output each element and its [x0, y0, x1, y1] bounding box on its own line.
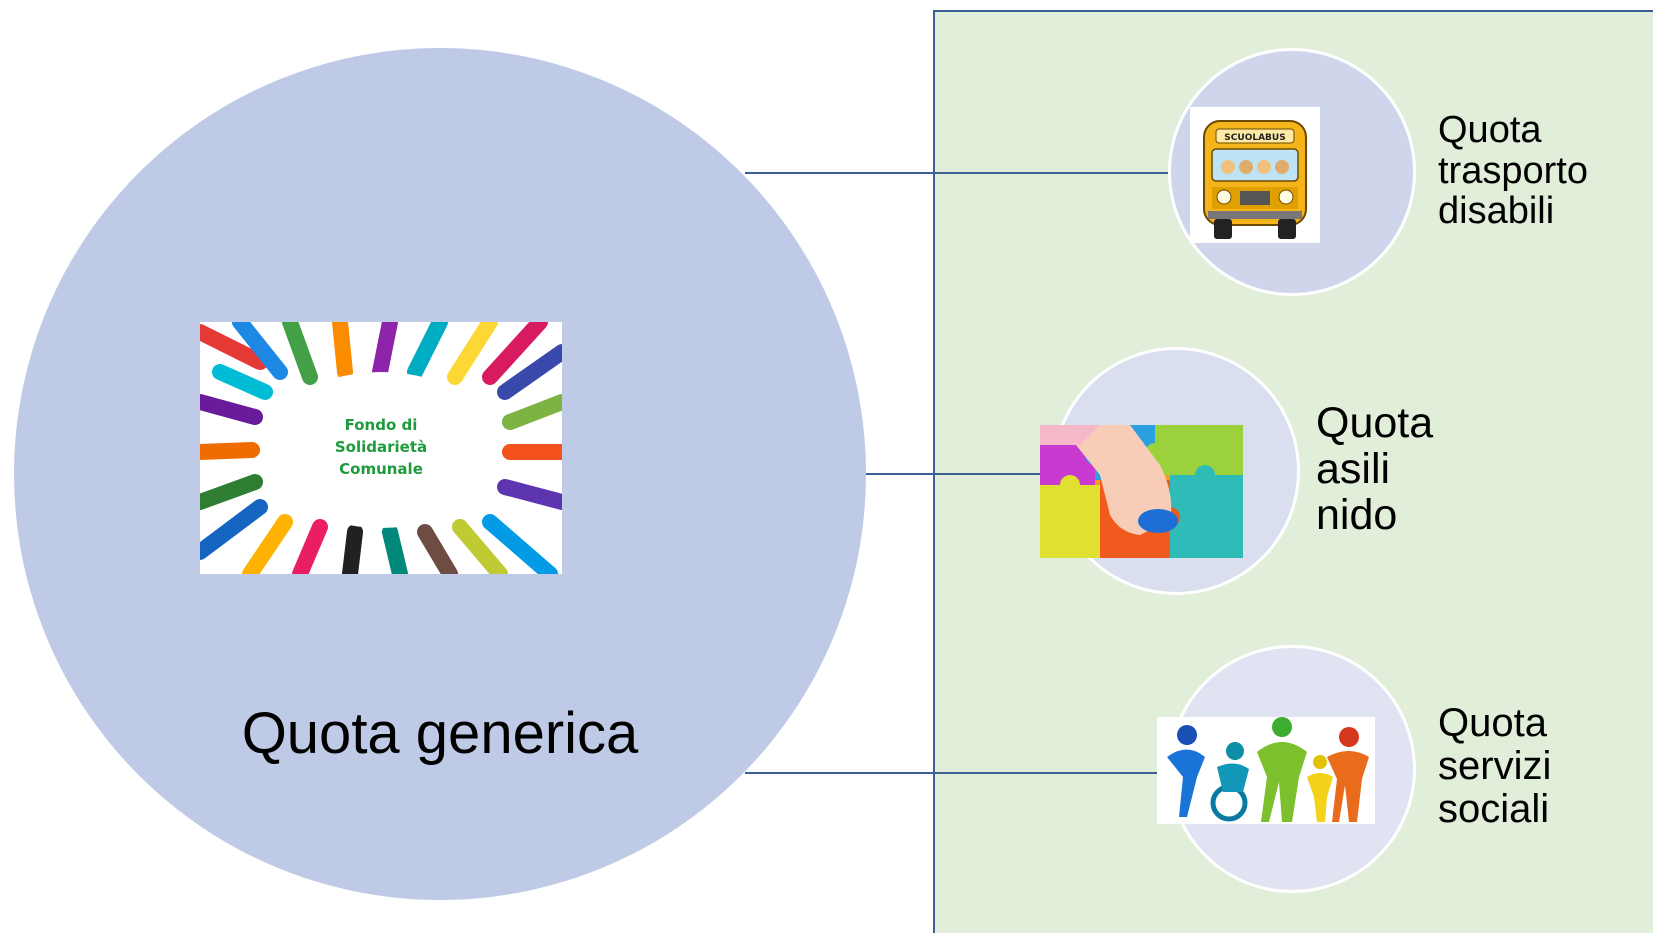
connector-2: [866, 473, 1046, 475]
fondo-solidarieta-image: Fondo di Solidarietà Comunale: [200, 322, 562, 574]
servizi-sociali-label: Quota servizi sociali: [1438, 702, 1551, 830]
puzzle-mat-icon: [1040, 425, 1243, 558]
servizi-line-3: sociali: [1438, 786, 1550, 831]
logo-line-2: Solidarietà: [334, 438, 428, 456]
asili-line-3: nido: [1316, 491, 1398, 539]
logo-line-1: Fondo di: [344, 416, 418, 434]
logo-line-3: Comunale: [339, 460, 423, 478]
asili-line-2: asili: [1316, 445, 1391, 493]
quota-generica-label: Quota generica: [241, 701, 639, 766]
puzzle-mat-image: [1040, 425, 1243, 558]
connector-3: [745, 772, 1165, 774]
logo-text: Fondo di Solidarietà Comunale: [200, 414, 562, 480]
family-image: [1157, 717, 1375, 824]
asili-nido-label: Quota asili nido: [1316, 400, 1433, 538]
trasporto-disabili-label: Quota trasporto disabili: [1438, 110, 1588, 232]
trasporto-line-1: Quota: [1438, 109, 1542, 151]
servizi-line-1: Quota: [1438, 701, 1547, 745]
school-bus-image: SCUOLABUS: [1190, 107, 1320, 243]
asili-line-1: Quota: [1316, 399, 1434, 447]
school-bus-icon: SCUOLABUS: [1203, 120, 1307, 239]
bus-sign: SCUOLABUS: [1224, 133, 1285, 143]
trasporto-line-2: trasporto: [1438, 149, 1588, 192]
connector-1: [745, 172, 1170, 174]
trasporto-line-3: disabili: [1438, 190, 1555, 233]
family-icon: [1167, 717, 1369, 822]
colorful-hands-icon: [200, 322, 562, 574]
servizi-line-2: servizi: [1438, 743, 1552, 788]
